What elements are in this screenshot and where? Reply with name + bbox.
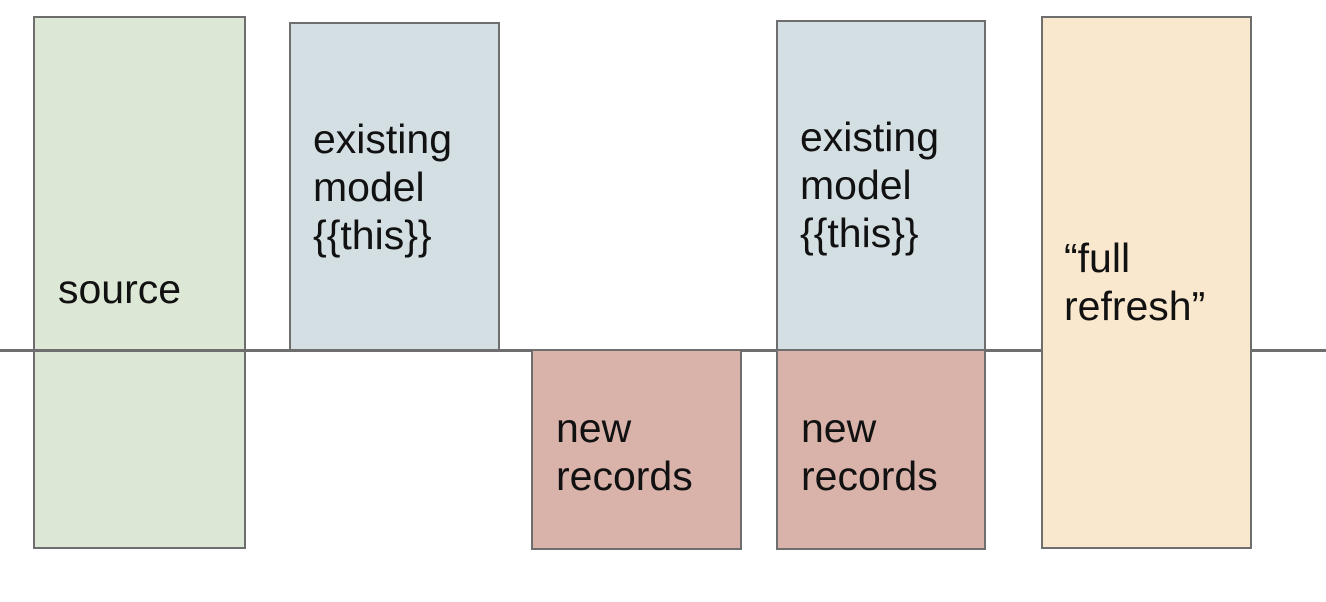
- label-line: model: [313, 164, 425, 210]
- label-line: {{this}}: [313, 212, 432, 258]
- new-records-box-left: new records: [531, 349, 742, 550]
- full-refresh-label: “full refresh”: [1064, 234, 1205, 330]
- existing-model-box-right: existing model {{this}}: [776, 20, 986, 351]
- label-line: records: [556, 453, 693, 499]
- label-line: {{this}}: [800, 210, 919, 256]
- new-records-box-right: new records: [776, 349, 986, 550]
- label-line: model: [800, 162, 912, 208]
- new-records-label-right: new records: [801, 404, 938, 500]
- label-line: source: [58, 266, 182, 312]
- source-box: source: [33, 16, 246, 549]
- label-line: new: [801, 405, 877, 451]
- label-line: “full: [1064, 235, 1131, 281]
- label-line: existing: [313, 116, 453, 162]
- new-records-label-left: new records: [556, 404, 693, 500]
- existing-model-box-left: existing model {{this}}: [289, 22, 500, 351]
- label-line: refresh”: [1064, 283, 1206, 329]
- existing-model-label-right: existing model {{this}}: [800, 113, 939, 257]
- label-line: existing: [800, 114, 940, 160]
- source-box-label: source: [58, 265, 181, 313]
- label-line: new: [556, 405, 632, 451]
- full-refresh-box: “full refresh”: [1041, 16, 1252, 549]
- existing-model-label-left: existing model {{this}}: [313, 115, 452, 259]
- label-line: records: [801, 453, 938, 499]
